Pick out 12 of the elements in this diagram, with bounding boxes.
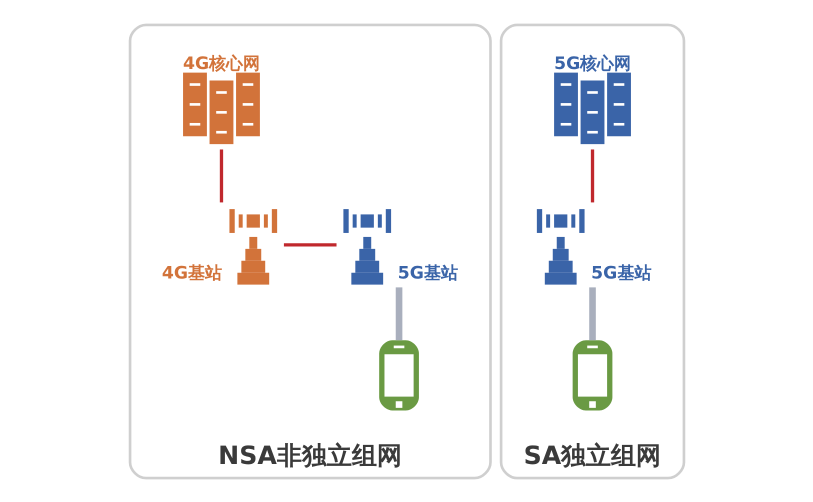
connector [219, 148, 223, 202]
node-label: 4G基站 [161, 263, 222, 284]
node-label: 5G核心网 [554, 54, 631, 74]
node-picture [572, 340, 612, 410]
node-label: 4G核心网 [182, 54, 260, 74]
connector [590, 148, 594, 202]
connector [588, 286, 596, 340]
connector [283, 242, 336, 246]
node-picture [378, 340, 418, 410]
connector [395, 286, 402, 340]
node-label: 5G基站 [590, 263, 651, 284]
node-label: 5G基站 [397, 263, 458, 284]
